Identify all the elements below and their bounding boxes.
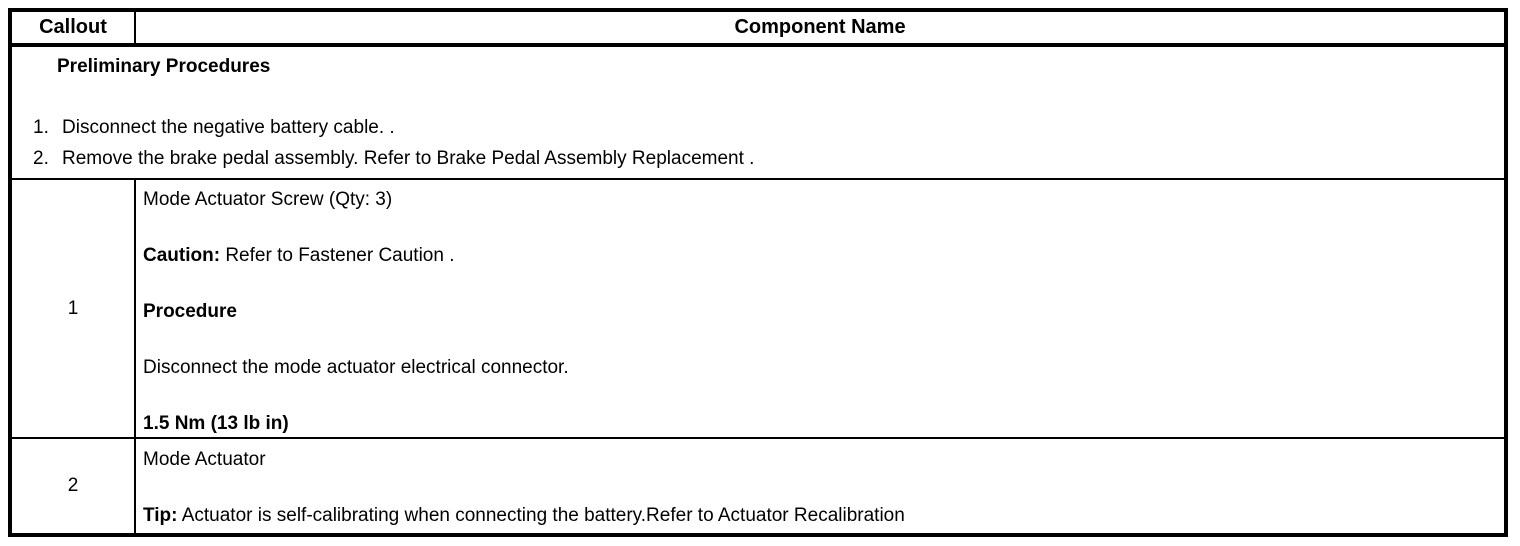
preliminary-procedures-section: Preliminary Procedures 1. Disconnect the… xyxy=(12,47,1504,180)
line-regular-text: Mode Actuator Screw (Qty: 3) xyxy=(143,189,393,210)
callout-number: 1 xyxy=(12,180,136,437)
component-callout-table: Callout Component Name Preliminary Proce… xyxy=(8,8,1508,537)
component-name-column-header: Component Name xyxy=(734,16,906,38)
torque-spec-line: 1.5 Nm (13 lb in) xyxy=(143,414,1494,434)
procedure-heading-line: Procedure xyxy=(143,302,1494,322)
component-description-cell: Mode Actuator Tip: Actuator is self-cali… xyxy=(136,439,1504,533)
callout-column-header: Callout xyxy=(12,12,136,43)
line-bold-text: Procedure xyxy=(143,301,237,322)
line-regular-text: Disconnect the mode actuator electrical … xyxy=(143,357,569,378)
line-regular-text: Refer to Fastener Caution . xyxy=(220,245,455,266)
line-regular-text: Actuator is self-calibrating when connec… xyxy=(177,505,905,526)
component-name-line: Mode Actuator Screw (Qty: 3) xyxy=(143,190,1494,210)
component-name-line: Mode Actuator xyxy=(143,450,1494,470)
step-text: Remove the brake pedal assembly. Refer t… xyxy=(62,148,755,169)
step-number: 2. xyxy=(33,148,49,169)
procedure-step-line: Disconnect the mode actuator electrical … xyxy=(143,358,1494,378)
table-row-callout-1: 1 Mode Actuator Screw (Qty: 3) Caution: … xyxy=(12,180,1504,439)
line-regular-text: Mode Actuator xyxy=(143,449,266,470)
preliminary-step-2: 2. Remove the brake pedal assembly. Refe… xyxy=(12,143,1504,174)
line-bold-text: 1.5 Nm (13 lb in) xyxy=(143,413,289,434)
caution-line: Caution: Refer to Fastener Caution . xyxy=(143,246,1494,266)
line-bold-text: Caution: xyxy=(143,245,221,266)
preliminary-steps-list: 1. Disconnect the negative battery cable… xyxy=(12,112,1504,174)
preliminary-step-1: 1. Disconnect the negative battery cable… xyxy=(12,112,1504,143)
table-header-row: Callout Component Name xyxy=(12,12,1504,47)
table-row-callout-2: 2 Mode Actuator Tip: Actuator is self-ca… xyxy=(12,439,1504,533)
line-bold-text: Tip: xyxy=(143,505,178,526)
tip-line: Tip: Actuator is self-calibrating when c… xyxy=(143,506,1494,526)
step-number: 1. xyxy=(33,117,49,138)
callout-number: 2 xyxy=(12,439,136,533)
step-text: Disconnect the negative battery cable. . xyxy=(62,117,395,138)
preliminary-procedures-title: Preliminary Procedures xyxy=(57,56,271,77)
component-description-cell: Mode Actuator Screw (Qty: 3) Caution: Re… xyxy=(136,180,1504,437)
